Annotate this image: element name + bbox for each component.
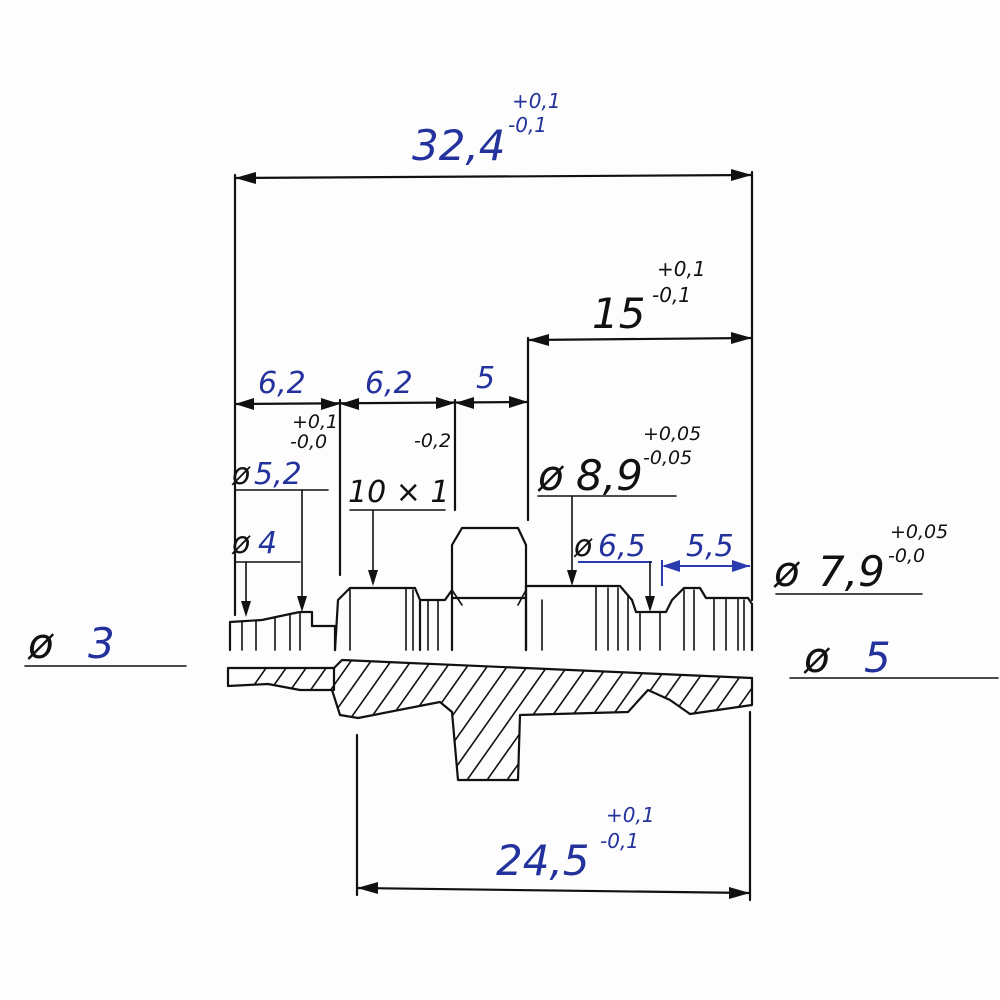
leader-d65: ø 6,5 <box>573 529 655 612</box>
leader-d89: ø 8,9 +0,05 -0,05 <box>537 423 701 586</box>
d89-tol-upper: +0,05 <box>643 423 701 445</box>
d89-value: 8,9 <box>576 451 643 500</box>
seg2-value: 6,2 <box>365 366 413 401</box>
d3-symbol: ø <box>27 619 55 668</box>
overall-length-tol-lower: -0,1 <box>508 113 547 137</box>
section-view <box>226 658 754 782</box>
d65-value: 6,5 <box>598 529 646 564</box>
leader-d3: ø 3 <box>24 619 187 668</box>
d3-value: 3 <box>88 619 115 668</box>
dim-right-length: 15 +0,1 -0,1 <box>526 257 754 522</box>
dim-segment-chain: 6,2 +0,1 -0,0 6,2 -0,2 5 <box>233 361 530 577</box>
right-length-value: 15 <box>592 289 645 338</box>
dim-bottom-length: 24,5 +0,1 -0,1 <box>355 710 752 902</box>
d4-symbol: ø <box>231 526 251 561</box>
d65-symbol: ø <box>573 529 593 564</box>
seg1-tol-lower: -0,0 <box>290 431 327 453</box>
d4-value: 4 <box>258 526 277 561</box>
d79-tol-upper: +0,05 <box>890 521 948 543</box>
bottom-length-tol-lower: -0,1 <box>600 829 639 853</box>
seg2-tol-lower: -0,2 <box>414 430 451 452</box>
seg4-value: 5,5 <box>686 529 734 564</box>
d79-tol-lower: -0,0 <box>888 545 925 567</box>
d89-symbol: ø <box>537 451 565 500</box>
right-length-tol-lower: -0,1 <box>652 283 691 307</box>
d52-symbol: ø <box>231 457 251 492</box>
overall-length-value: 32,4 <box>412 121 506 170</box>
d5-value: 5 <box>864 633 891 682</box>
leader-d5: ø 5 <box>789 633 999 682</box>
seg3-value: 5 <box>476 361 495 396</box>
bottom-length-tol-upper: +0,1 <box>606 803 655 827</box>
leader-d52: ø 5,2 <box>231 457 329 612</box>
leader-d4: ø 4 <box>231 526 301 617</box>
right-length-tol-upper: +0,1 <box>657 257 706 281</box>
d89-tol-lower: -0,05 <box>643 447 692 469</box>
seg1-tol-upper: +0,1 <box>292 411 338 433</box>
dim-seg4: 5,5 <box>661 529 750 586</box>
d5-symbol: ø <box>803 633 831 682</box>
leader-d79: ø 7,9 +0,05 -0,0 <box>773 521 948 596</box>
seg1-value: 6,2 <box>258 366 306 401</box>
d52-value: 5,2 <box>254 457 302 492</box>
d79-value: 7,9 <box>818 547 885 596</box>
d79-symbol: ø <box>773 547 801 596</box>
part-outline <box>228 526 754 652</box>
bottom-length-value: 24,5 <box>496 836 590 885</box>
leader-thread: 10 × 1 <box>348 475 449 586</box>
dim-overall-length: 32,4 +0,1 -0,1 <box>233 89 754 617</box>
thread-value: 10 × 1 <box>348 475 449 510</box>
overall-length-tol-upper: +0,1 <box>512 89 561 113</box>
